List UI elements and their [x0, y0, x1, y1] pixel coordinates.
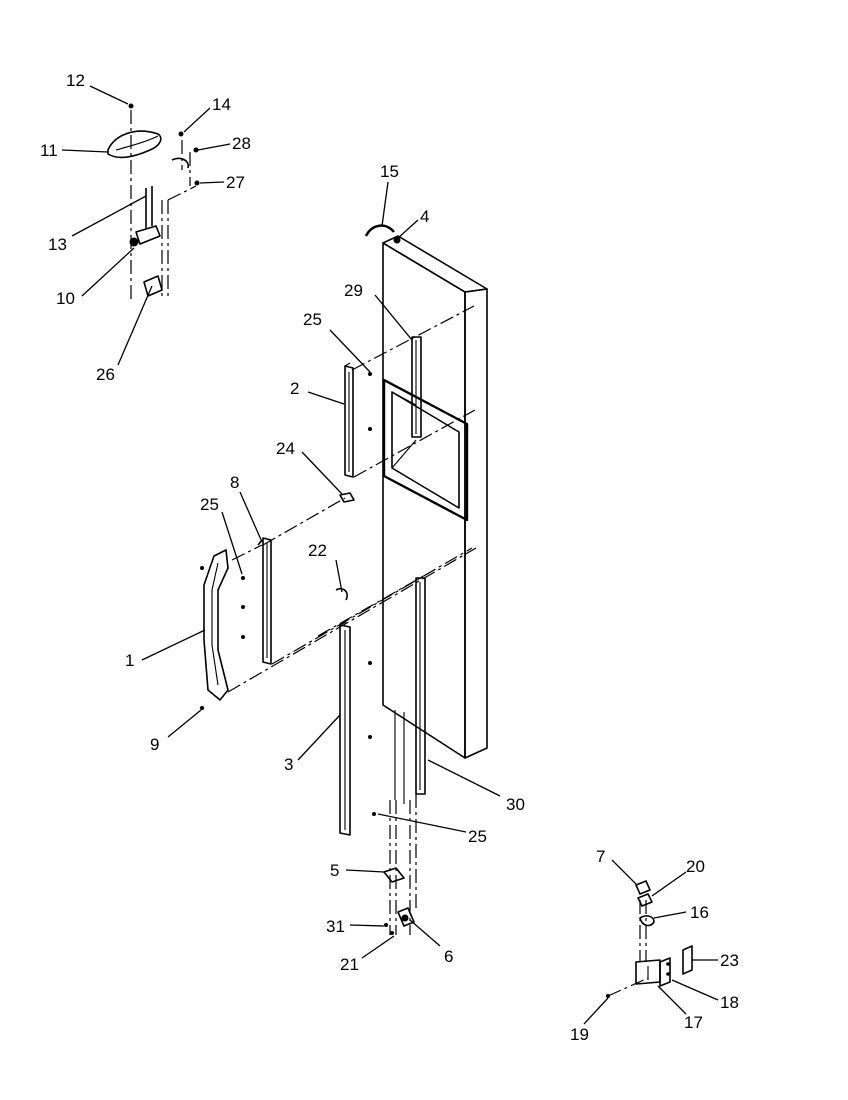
trim-strip-30	[415, 577, 426, 795]
door-handle-1	[203, 549, 229, 701]
bottom-hinge-right	[606, 880, 693, 998]
callout-5: 5	[330, 861, 339, 880]
clip-24	[339, 492, 355, 503]
callout-8: 8	[230, 473, 239, 492]
callout-25-bottom: 25	[468, 827, 487, 846]
callout-14: 14	[212, 95, 231, 114]
callout-19: 19	[570, 1025, 589, 1044]
tube-15	[364, 224, 401, 244]
callout-17: 17	[684, 1013, 703, 1032]
top-hinge-assembly	[107, 103, 200, 300]
bottom-hinge-center	[383, 867, 415, 935]
callout-29: 29	[344, 281, 363, 300]
callout-labels: 1 2 3 4 5 6 7 8 9 10 11 12 13 14 15 16 1…	[40, 71, 739, 1044]
callout-15: 15	[380, 162, 399, 181]
callout-26: 26	[96, 365, 115, 384]
callout-27: 27	[226, 173, 245, 192]
callout-4: 4	[420, 207, 429, 226]
callout-11: 11	[40, 141, 58, 160]
callout-24: 24	[276, 439, 295, 458]
callout-20: 20	[686, 857, 705, 876]
callout-16: 16	[690, 903, 709, 922]
trim-strip-29	[411, 336, 422, 438]
dispenser-opening	[382, 378, 469, 522]
clip-22	[335, 587, 348, 601]
callout-13: 13	[48, 235, 67, 254]
callout-25-top: 25	[303, 310, 322, 329]
door-panel	[382, 235, 488, 804]
callout-18: 18	[720, 993, 739, 1012]
callout-30: 30	[506, 795, 525, 814]
callout-28: 28	[232, 134, 251, 153]
trim-piece-3	[339, 621, 351, 836]
callout-12: 12	[66, 71, 85, 90]
callout-6: 6	[444, 947, 453, 966]
callout-10: 10	[56, 289, 75, 308]
screws	[200, 372, 376, 816]
projection-lines	[227, 305, 477, 935]
callout-9: 9	[150, 735, 159, 754]
callout-22: 22	[308, 541, 327, 560]
callout-1: 1	[125, 651, 134, 670]
callout-31: 31	[326, 917, 345, 936]
trim-piece-2	[344, 362, 354, 478]
callout-23: 23	[720, 951, 739, 970]
callout-21: 21	[340, 955, 359, 974]
callout-2: 2	[290, 379, 299, 398]
handle-bracket-8	[257, 537, 272, 665]
callout-7: 7	[596, 847, 605, 866]
callout-3: 3	[284, 755, 293, 774]
leader-lines	[61, 85, 719, 1025]
callout-25-middle: 25	[200, 495, 219, 514]
